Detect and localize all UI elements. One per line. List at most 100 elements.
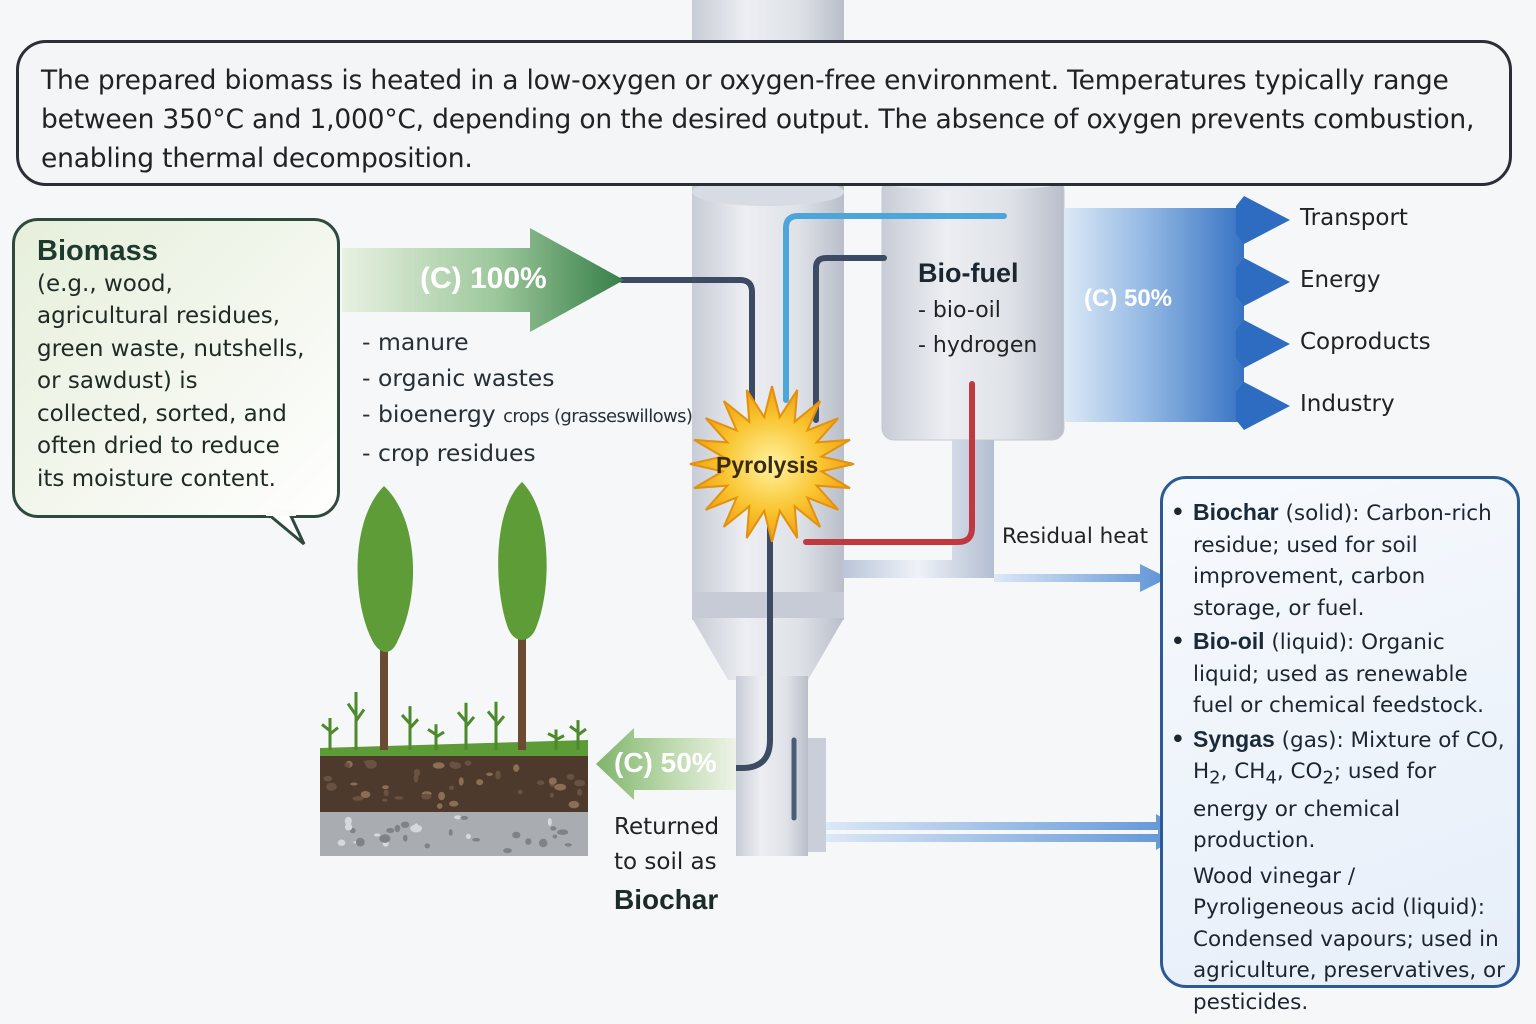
biofuel-output-band [1064, 208, 1244, 422]
soil-pebble [432, 762, 445, 769]
soil-pebble [323, 775, 333, 782]
soil-pebble [394, 796, 404, 800]
soil-pebble [454, 815, 462, 820]
hot-pipe [803, 381, 975, 545]
soil-pebble [557, 829, 569, 835]
soil-block [320, 482, 588, 856]
carbon-soil-arrow [596, 728, 736, 800]
soil-pebble [550, 826, 557, 831]
feedstock-item: - organic wastes [362, 364, 555, 392]
soil-pebble [554, 783, 567, 791]
soil-pebble [344, 816, 352, 826]
soil-pebble [460, 815, 469, 820]
soil-pebble [503, 848, 512, 854]
soil-pebble [421, 793, 432, 800]
biofuel-carbon-label: (C) 50% [1084, 285, 1173, 312]
biomass-line: often dried to reduce [37, 433, 280, 459]
output-transport: Transport [1300, 205, 1408, 231]
process-description: The prepared biomass is heated in a low-… [41, 65, 1475, 174]
product-syngas: •Syngas (gas): Mixture of CO, H2, CH4, C… [1171, 725, 1505, 854]
soil-pebble [352, 796, 364, 801]
soil-pebble [379, 834, 391, 843]
soil-pebble [449, 800, 459, 807]
gas-pipe-dark [813, 255, 887, 423]
output-arrowheads [1236, 196, 1290, 430]
soil-pebble [373, 833, 381, 837]
biomass-line: or sawdust) is [37, 368, 198, 394]
soil-pebble [525, 838, 532, 845]
shrub [427, 724, 445, 750]
carbon-input-arrow [342, 228, 624, 332]
soil-pebble [449, 785, 454, 790]
shrub [486, 701, 506, 750]
industry-arrow [1236, 382, 1290, 430]
shrub [346, 692, 366, 750]
soil-pebble [363, 760, 373, 764]
soil-pebble [401, 821, 410, 828]
shrub [400, 706, 420, 750]
soil-pebble [382, 798, 388, 802]
process-description-box: The prepared biomass is heated in a low-… [16, 40, 1512, 186]
shrub [456, 702, 476, 750]
output-energy: Energy [1300, 267, 1381, 293]
product-biochar: •Biochar (solid): Carbon-rich residue; u… [1171, 499, 1492, 621]
pyrolysis-burst [689, 385, 855, 543]
products-box: •Biochar (solid): Carbon-rich residue; u… [1160, 476, 1520, 1015]
soil-caption-line: to soil as [614, 849, 717, 875]
soil-pebble [547, 818, 552, 826]
soil-pebble [337, 839, 346, 846]
soil-pebble [326, 782, 337, 791]
soil-pebble [566, 773, 575, 780]
tree-canopy-right [498, 482, 547, 640]
soil-caption: Returned to soil as Biochar [614, 810, 719, 917]
biofuel-title: Bio-fuel [918, 258, 1019, 288]
soil-pebble [360, 791, 371, 798]
soil-pebble [472, 838, 481, 842]
soil-caption-biochar: Biochar [614, 884, 719, 915]
soil-pebble [548, 777, 557, 785]
soil-pebble [486, 772, 493, 776]
biomass-line: agricultural residues, [37, 303, 281, 329]
soil-pebble [458, 777, 464, 786]
biochar-pipe [733, 497, 773, 771]
soil-pebble [513, 764, 520, 772]
energy-arrow [1236, 258, 1290, 306]
biomass-bubble-tail [266, 510, 306, 546]
soil-pebble [386, 828, 395, 833]
soil-pebble [512, 831, 521, 839]
output-coproducts: Coproducts [1300, 329, 1431, 355]
soil-pebble [403, 834, 408, 842]
soil-pebble [436, 803, 443, 809]
soil-pebble [344, 762, 350, 768]
soil-pebble [538, 838, 548, 848]
residual-heat-arrow [994, 564, 1168, 592]
shrub [569, 720, 587, 750]
soil-pebble [495, 770, 501, 780]
soil-pebble [394, 824, 401, 833]
tree-trunk-right [518, 600, 526, 750]
feedstock-item: - bioenergy crops (grasseswillows) [362, 400, 693, 428]
biomass-line: its moisture content. [37, 465, 276, 492]
tree-trunk-left [380, 610, 388, 750]
soil-pebble [355, 837, 365, 847]
product-wood-vinegar: Wood vinegar / Pyroligeneous acid (liqui… [1193, 863, 1506, 1015]
biomass-line: green waste, nutshells, [37, 335, 305, 362]
pyrolysis-label: Pyrolysis [716, 452, 819, 478]
soil-pebble [552, 834, 558, 839]
soil-pebble [449, 761, 456, 768]
soil-pebble [568, 800, 580, 809]
soil-pebble [536, 780, 545, 785]
soil-pebble [577, 788, 583, 796]
transport-arrow [1236, 196, 1290, 244]
product-biooil: •Bio-oil (liquid): Organic liquid; used … [1171, 628, 1485, 718]
soil-pebble [465, 833, 471, 840]
biomass-line: (e.g., wood, [37, 270, 173, 297]
soil-pebble [476, 779, 484, 786]
feedstock-item: - manure [362, 328, 469, 356]
condenser [808, 738, 826, 852]
soil-pebble [574, 779, 586, 787]
soil-pebble [382, 785, 389, 790]
feedstock-item: - crop residues [362, 439, 536, 467]
soil-pebble [410, 824, 422, 833]
soil-pebble [564, 843, 572, 847]
